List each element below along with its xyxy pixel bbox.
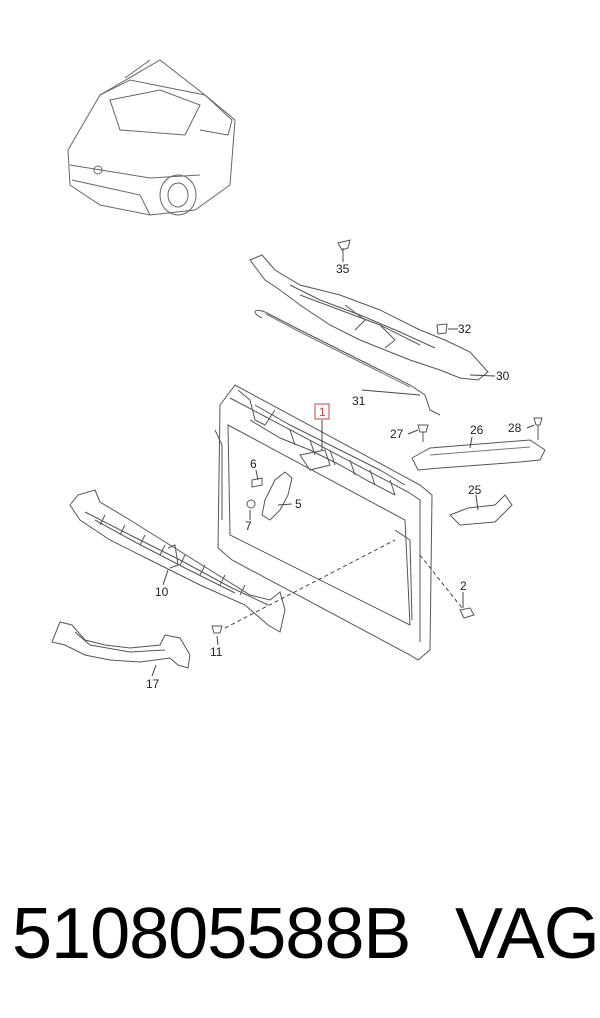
callout-31: 31 [352,394,366,408]
callout-6: 6 [250,457,257,471]
exploded-parts-diagram: 35 32 30 31 1 27 26 28 6 5 7 25 2 10 11 … [51,59,546,691]
lock-carrier-part [261,471,293,521]
callout-25: 25 [468,483,482,497]
callout-32: 32 [458,322,472,336]
callout-27: 27 [390,427,404,441]
callout-30: 30 [496,369,510,383]
part-number: 510805588B [12,894,411,974]
callout-11: 11 [210,645,223,659]
callout-26: 26 [470,423,484,437]
impact-beam-part [69,489,286,633]
fastener-parts [211,239,543,634]
callout-10: 10 [155,585,169,599]
upper-cover-part [249,254,489,381]
callout-28: 28 [508,421,522,435]
bracket-26-part [411,439,546,471]
vehicle-thumbnail [67,59,236,216]
front-carrier-part [214,384,433,661]
callout-35: 35 [336,262,350,276]
highlighted-callout-box [314,403,330,420]
callout-1: 1 [319,405,326,419]
lower-bracket-part [51,621,191,669]
brand-label: VAG [455,894,600,974]
callout-5: 5 [295,497,302,511]
callout-17: 17 [146,677,160,691]
cable-part [254,309,441,416]
bracket-25-part [449,494,513,526]
callout-2: 2 [460,579,467,593]
callout-7: 7 [245,519,252,533]
